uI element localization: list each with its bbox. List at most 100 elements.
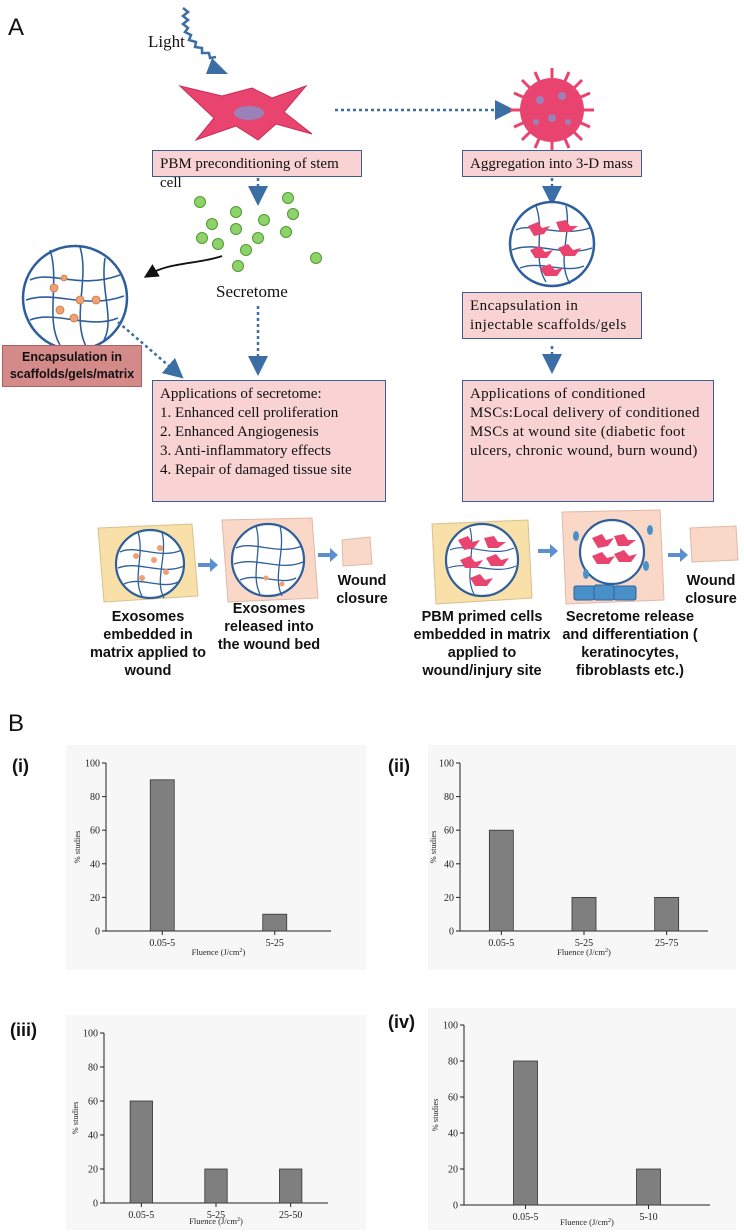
bar — [262, 913, 288, 932]
y-tick-label: 80 — [88, 1063, 98, 1074]
application-item: 2. Enhanced Angiogenesis — [160, 424, 319, 440]
y-tick-label: 60 — [90, 826, 100, 837]
differentiated-cells-icon — [573, 584, 637, 601]
exosome-scaffold-icon — [21, 244, 129, 352]
bar — [279, 1168, 303, 1204]
x-tick-label: 0.05-5 — [128, 1210, 154, 1221]
y-tick-label: 100 — [439, 759, 454, 770]
x-tick-label: 5-10 — [639, 1212, 657, 1223]
x-tick-label: 0.05-5 — [488, 938, 514, 949]
scaffold-to-app-arrow — [117, 321, 184, 379]
y-tick-label: 60 — [448, 1093, 458, 1104]
bar — [513, 1060, 538, 1206]
y-tick-label: 0 — [453, 1201, 458, 1212]
x-axis-label: Fluence (J/cm2) — [557, 947, 611, 957]
x-tick-label: 5-25 — [266, 938, 284, 949]
y-tick-label: 40 — [90, 859, 100, 870]
aggregation-box: Aggregation into 3-D mass — [462, 150, 642, 177]
encapsulation-matrix-label: Encapsulation in scaffolds/gels/matrix — [2, 345, 142, 387]
y-tick-label: 100 — [83, 1029, 98, 1040]
x-axis-label: Fluence (J/cm2) — [192, 947, 246, 957]
cell-matrix-icon-1 — [444, 522, 520, 598]
flow-arrow-1 — [198, 558, 218, 572]
y-tick-label: 60 — [88, 1097, 98, 1108]
light-label: Light — [148, 32, 185, 51]
y-tick-label: 40 — [448, 1129, 458, 1140]
y-tick-label: 80 — [448, 1057, 458, 1068]
chart-iii: 0 20 40 60 80 100 0.05-5 5-25 25-50 % studiesFlue… — [70, 1029, 328, 1226]
y-tick-label: 20 — [448, 1165, 458, 1176]
panel-b-letter: B — [8, 710, 25, 737]
pbm-preconditioning-box: PBM preconditioning of stem cell — [152, 150, 362, 191]
application-item: 3. Anti-inflammatory effects — [160, 443, 331, 459]
nucleus-icon — [234, 106, 264, 120]
y-tick-label: 20 — [90, 893, 100, 904]
bar — [654, 896, 680, 932]
chart-ii: 0 20 40 60 80 100 0.05-5 5-25 25-75 % studiesFlue… — [428, 759, 708, 957]
chart-iv-label: (iv) — [388, 1012, 415, 1032]
bar — [204, 1168, 228, 1204]
secretome-label: Secretome — [216, 282, 288, 301]
y-axis-label: % studies — [70, 1102, 80, 1135]
y-tick-label: 40 — [444, 859, 454, 870]
y-axis-label: % studies — [430, 1099, 440, 1132]
exosome-matrix-icon — [114, 528, 186, 600]
application-item: 4. Repair of damaged tissue site — [160, 462, 352, 478]
y-tick-label: 80 — [90, 792, 100, 803]
y-axis-label: % studies — [72, 831, 82, 864]
y-tick-label: 0 — [449, 927, 454, 938]
applications-secretome-box: Applications of secretome: 1. Enhanced c… — [152, 380, 386, 502]
cell-matrix-icon-2 — [573, 518, 653, 586]
chart-ii-label: (ii) — [388, 756, 410, 776]
bar — [149, 779, 175, 932]
y-tick-label: 40 — [88, 1131, 98, 1142]
y-tick-label: 20 — [444, 893, 454, 904]
flow-arrow-4 — [668, 548, 688, 562]
flow-arrow-3 — [538, 544, 558, 558]
encapsulation-injectable-box: Encapsulation in injectable scaffolds/ge… — [462, 292, 642, 339]
y-tick-label: 0 — [93, 1199, 98, 1210]
x-axis-label: Fluence (J/cm2) — [560, 1217, 614, 1227]
x-axis-label: Fluence (J/cm2) — [189, 1216, 243, 1226]
x-tick-label: 0.05-5 — [513, 1212, 539, 1223]
bar — [636, 1168, 661, 1206]
x-tick-label: 25-50 — [279, 1210, 302, 1221]
bar — [571, 896, 597, 932]
y-tick-label: 0 — [95, 927, 100, 938]
bar — [488, 829, 514, 932]
x-tick-label: 25-75 — [655, 938, 678, 949]
y-tick-label: 80 — [444, 792, 454, 803]
y-tick-label: 60 — [444, 826, 454, 837]
y-tick-label: 20 — [88, 1165, 98, 1176]
panel-a-illustration — [21, 7, 739, 605]
caption-pbm-primed: PBM primed cells embedded in matrix appl… — [413, 609, 551, 679]
chart-iii-label: (iii) — [10, 1020, 37, 1040]
caption-secretome-release: Secretome release and differentiation ( … — [562, 609, 698, 679]
aggregate-mass-icon — [510, 68, 594, 152]
released-matrix-icon — [230, 522, 306, 598]
y-tick-label: 100 — [85, 759, 100, 770]
applications-secretome-title: Applications of secretome: — [160, 386, 322, 402]
caption-exosomes-embedded: Exosomes embedded in matrix applied to w… — [89, 609, 207, 679]
light-arrow-icon — [206, 58, 228, 74]
flow-arrow-2 — [318, 548, 338, 562]
to-scaffold-arrow — [143, 255, 223, 278]
bar — [129, 1100, 153, 1204]
applications-msc-box: Applications of conditioned MSCs:Local d… — [462, 380, 714, 502]
wound-closed-icon-2 — [689, 525, 739, 563]
y-axis-label: % studies — [428, 831, 438, 864]
chart-i-label: (i) — [12, 756, 29, 776]
cell-scaffold-icon — [508, 200, 596, 288]
caption-wound-closure-right: Wound closure — [685, 573, 737, 607]
caption-wound-closure-left: Wound closure — [336, 573, 388, 607]
secretome-vesicles-icon — [194, 192, 322, 272]
light-wave-icon — [180, 7, 217, 60]
x-tick-label: 0.05-5 — [149, 938, 175, 949]
y-tick-label: 100 — [443, 1021, 458, 1032]
wound-closed-icon-1 — [341, 536, 373, 567]
chart-iv-background — [428, 1008, 736, 1230]
x-tick-label: 5-25 — [207, 1210, 225, 1221]
x-tick-label: 5-25 — [575, 938, 593, 949]
